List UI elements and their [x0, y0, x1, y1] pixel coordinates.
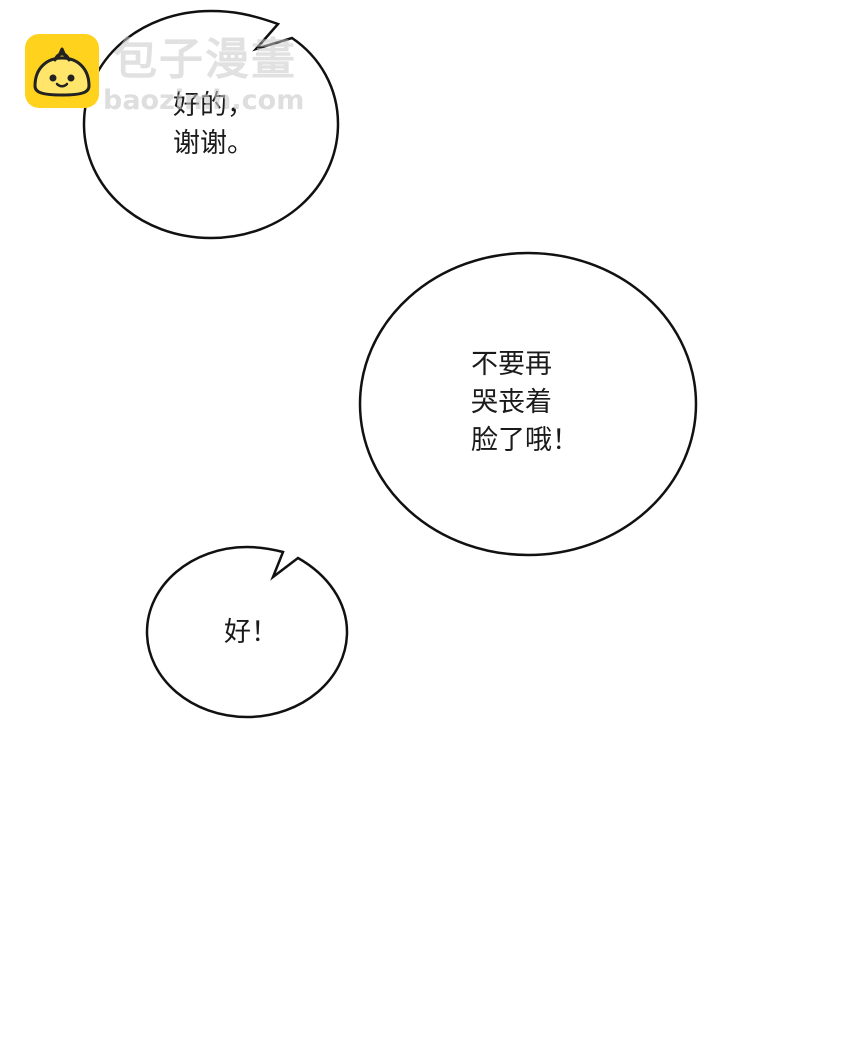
speech-bubble-2 [358, 251, 698, 557]
baozi-bun-icon [25, 34, 99, 108]
bubble-3-text: 好！ [224, 617, 278, 648]
bubble-2-text: 不要再 哭丧着 脸了哦！ [471, 349, 579, 456]
watermark-title: 包子漫畫 [113, 34, 297, 85]
watermark-url: baozimh.com [103, 85, 305, 116]
speech-bubble-3 [145, 545, 349, 719]
watermark: 包子漫畫 baozimh.com [25, 34, 325, 118]
speech-bubble-1 [82, 9, 340, 240]
bubble-1-text: 好的， 谢谢。 [173, 90, 254, 159]
